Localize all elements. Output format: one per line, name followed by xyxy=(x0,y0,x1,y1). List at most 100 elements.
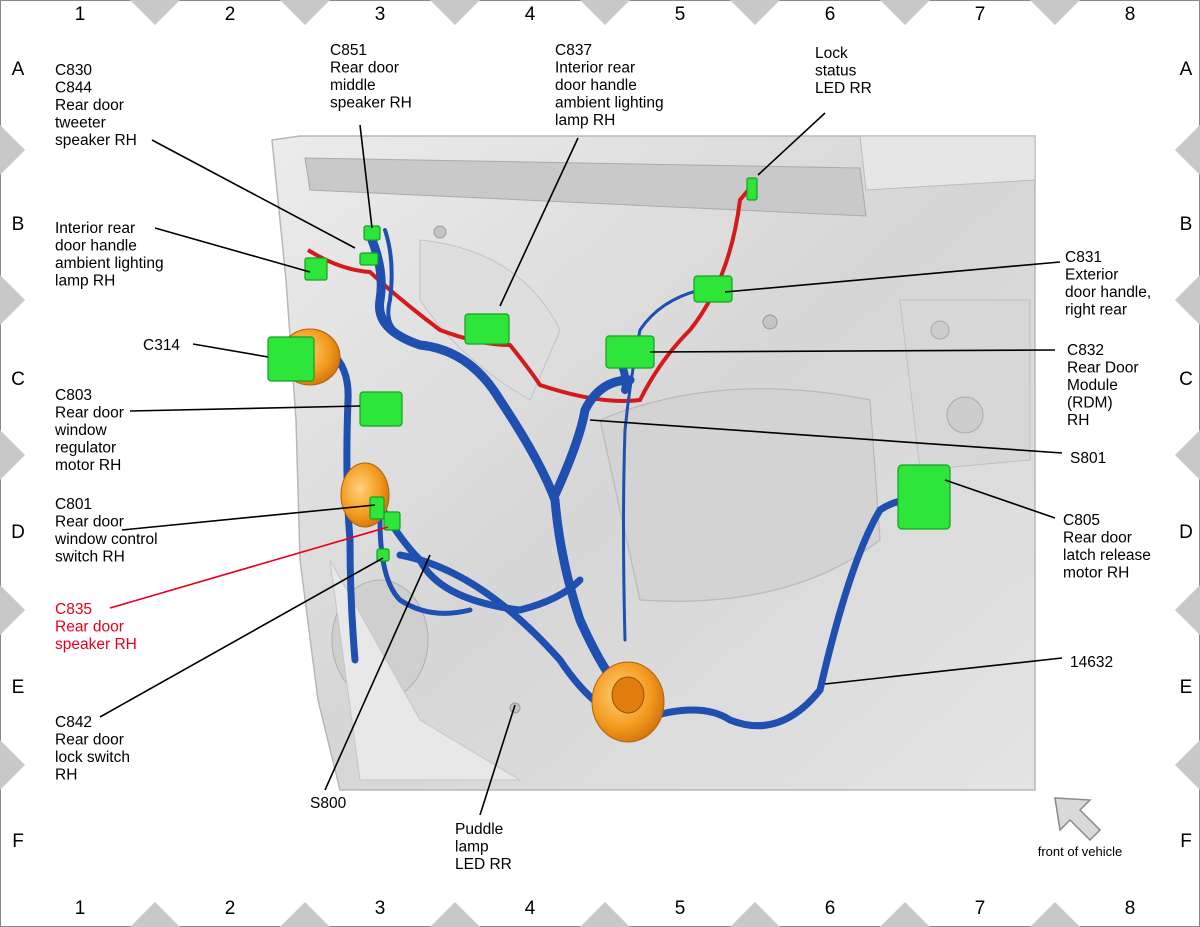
grid-marker xyxy=(730,902,780,927)
label-line: LED RR xyxy=(815,80,872,97)
label-line: C805 xyxy=(1063,512,1100,529)
label-line: ambient lighting xyxy=(55,255,164,272)
grid-marker xyxy=(580,0,630,25)
grid-row-right: C xyxy=(1179,369,1193,390)
grid-row-left: C xyxy=(11,369,25,390)
label-14632: 14632 xyxy=(1070,654,1113,671)
label-line: speaker RH xyxy=(55,132,137,149)
grid-column-bottom: 8 xyxy=(1125,898,1136,919)
label-line: LED RR xyxy=(455,856,512,873)
label-line: motor RH xyxy=(1063,565,1129,582)
label-line: lock switch xyxy=(55,749,130,766)
label-s800: S800 xyxy=(310,795,347,812)
grid-marker xyxy=(1175,740,1200,790)
label-line: speaker RH xyxy=(55,636,137,653)
grid-column-top: 3 xyxy=(375,4,386,25)
label-line: C837 xyxy=(555,42,592,59)
label-line: C835 xyxy=(55,601,92,618)
label-line: Module xyxy=(1067,377,1118,394)
grid-marker xyxy=(0,585,25,635)
grid-row-left: D xyxy=(11,522,25,543)
label-line: lamp RH xyxy=(55,273,115,290)
grid-column-top: 7 xyxy=(975,4,986,25)
label-line: C842 xyxy=(55,714,92,731)
grid-marker xyxy=(0,740,25,790)
label-line: C851 xyxy=(330,42,367,59)
grid-marker xyxy=(430,902,480,927)
grid-marker xyxy=(430,0,480,25)
grid-marker xyxy=(730,0,780,25)
label-line: lamp xyxy=(455,839,489,856)
connector-lock-led xyxy=(746,177,758,201)
label-line: motor RH xyxy=(55,457,121,474)
label-line: S800 xyxy=(310,795,347,812)
label-line: S801 xyxy=(1070,450,1106,467)
connector-c835 xyxy=(383,511,401,531)
label-line: window xyxy=(54,422,107,439)
label-line: Interior rear xyxy=(555,60,635,77)
front-of-vehicle-indicator: front of vehicle xyxy=(1038,797,1122,859)
grid-column-top: 8 xyxy=(1125,4,1136,25)
label-line: C832 xyxy=(1067,342,1104,359)
label-line: C831 xyxy=(1065,249,1102,266)
label-line: door handle xyxy=(555,77,637,94)
label-line: right rear xyxy=(1065,302,1127,319)
grid-marker xyxy=(1175,275,1200,325)
label-line: Interior rear xyxy=(55,220,135,237)
label-line: Exterior xyxy=(1065,267,1118,284)
label-line: C314 xyxy=(143,337,180,354)
label-line: status xyxy=(815,63,857,80)
grid-marker xyxy=(1175,125,1200,175)
grid-column-top: 4 xyxy=(525,4,536,25)
label-line: regulator xyxy=(55,440,116,457)
label-line: C803 xyxy=(55,387,92,404)
grid-marker xyxy=(0,430,25,480)
label-c314: C314 xyxy=(143,337,180,354)
label-line: speaker RH xyxy=(330,95,412,112)
label-line: door handle, xyxy=(1065,284,1151,301)
grid-column-top: 6 xyxy=(825,4,836,25)
connector-c842 xyxy=(376,548,390,562)
connector-int-lamp xyxy=(304,257,328,281)
label-line: Puddle xyxy=(455,821,503,838)
connector-c832 xyxy=(605,335,655,369)
grid-column-top: 2 xyxy=(225,4,236,25)
connector-c801 xyxy=(369,496,385,520)
grid-marker xyxy=(0,275,25,325)
label-line: window control xyxy=(54,531,158,548)
grid-column-bottom: 4 xyxy=(525,898,536,919)
connector-c831 xyxy=(693,275,733,303)
grid-marker xyxy=(1175,585,1200,635)
label-line: middle xyxy=(330,77,376,94)
connectors xyxy=(267,177,951,562)
connector-c837 xyxy=(464,313,510,345)
connector-c830 xyxy=(359,252,379,266)
grid-column-top: 5 xyxy=(675,4,686,25)
grid-column-bottom: 3 xyxy=(375,898,386,919)
label-line: Rear door xyxy=(55,732,124,749)
label-s801: S801 xyxy=(1070,450,1106,467)
label-line: Rear door xyxy=(55,97,124,114)
grid-marker xyxy=(1175,430,1200,480)
grid-column-bottom: 6 xyxy=(825,898,836,919)
grid-row-right: B xyxy=(1180,214,1193,235)
label-line: lamp RH xyxy=(555,112,615,129)
label-line: latch release xyxy=(1063,547,1151,564)
grid-marker xyxy=(130,0,180,25)
grid-column-bottom: 7 xyxy=(975,898,986,919)
label-line: Rear door xyxy=(55,619,124,636)
